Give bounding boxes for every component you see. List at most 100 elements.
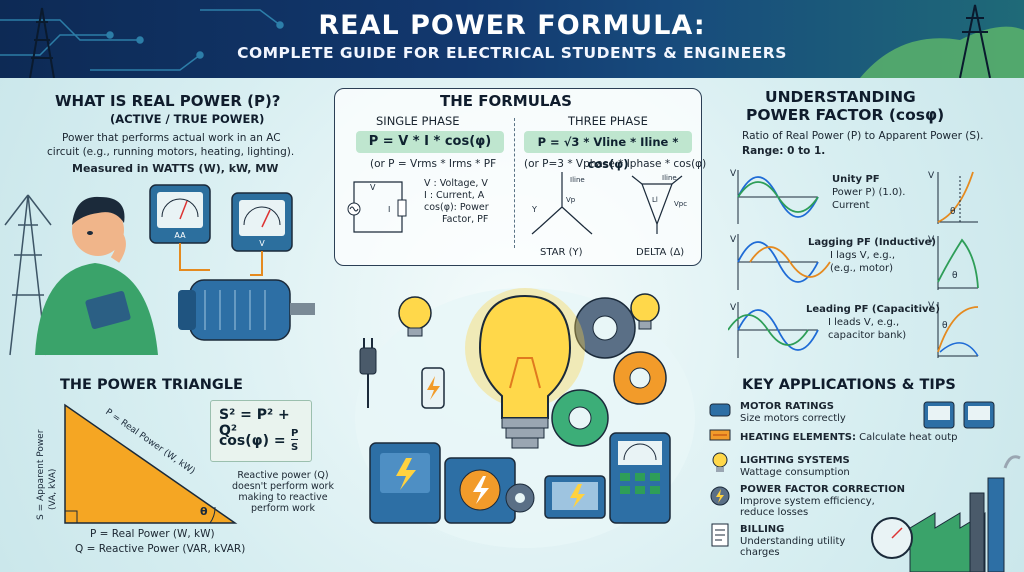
pf-title-1: UNDERSTANDING <box>765 88 916 106</box>
lead-pf-l3: capacitor bank) <box>828 330 907 341</box>
lag-pf-l3: (e.g., motor) <box>830 263 894 274</box>
single-phase-alt: (or P = Vrms * Irms * PF <box>370 158 497 170</box>
lead-pf-text: Leading PF (Capacitive) I leads V, e.g.,… <box>806 303 940 342</box>
central-illustration <box>355 288 695 548</box>
gauge-dial-icon <box>871 517 913 559</box>
lag-pf-title: Lagging PF (Inductive) <box>808 237 936 248</box>
lead-phasor-theta: θ <box>942 321 948 331</box>
page-title: REAL POWER FORMULA: <box>318 10 706 41</box>
unity-pf-text: Unity PF Power P) (1.0). Current <box>832 173 905 212</box>
unity-axis-v: V <box>730 169 737 179</box>
small-gauge-2-icon <box>963 401 995 429</box>
app-lighting-desc: Wattage consumption <box>740 467 850 478</box>
app-billing-desc: Understanding utility <box>740 535 846 547</box>
triangle-side-label-1: S = Apparent Power <box>36 429 46 520</box>
legend-cos2: Factor, PF <box>442 214 489 225</box>
plug-icon <box>359 338 377 408</box>
lead-pf-wave: V <box>728 302 819 358</box>
what-is-subtitle: (ACTIVE / TRUE POWER) <box>110 112 265 126</box>
motor-icon <box>178 279 315 341</box>
capacitor-icon <box>421 367 445 409</box>
triangle-note: Reactive power (Q) doesn't perform work … <box>228 470 338 514</box>
app-pfc-title: POWER FACTOR CORRECTION <box>740 484 905 495</box>
lag-pf-text: Lagging PF (Inductive) I lags V, e.g., (… <box>808 236 936 275</box>
voltmeter-icon: V <box>231 192 293 252</box>
delta-ll-label: Ll <box>652 196 658 204</box>
small-gear-icon <box>505 483 535 513</box>
triangle-equation-box: S² = P² + Q² cos(φ) = P S <box>210 400 312 462</box>
app-billing-title: BILLING <box>740 524 785 535</box>
app-item-billing: BILLING Understanding utility charges <box>740 524 845 559</box>
factory-illustration <box>871 401 1021 572</box>
unity-pf-wave: V <box>730 169 819 224</box>
pf-waveforms: V V V V θ V θ <box>728 169 979 358</box>
lead-pf-l2: I leads V, e.g., <box>828 317 900 328</box>
multimeter-icon <box>609 432 671 524</box>
star-label: STAR (Y) <box>540 247 583 258</box>
single-phase-formula: P = V * I * cos(φ) <box>356 131 504 153</box>
triangle-eq2: cos(φ) = <box>219 433 286 449</box>
lighting-bulb-icon <box>712 452 728 472</box>
what-is-measured: Measured in WATTS (W), kW, MW <box>72 162 279 175</box>
star-y-label: Y <box>531 205 537 214</box>
what-is-desc-2: circuit (e.g., running motors, heating, … <box>47 146 295 158</box>
app-item-pfc: POWER FACTOR CORRECTION Improve system e… <box>740 484 905 519</box>
legend-i: I : Current, A <box>424 190 485 201</box>
triangle-note-4: perform work <box>251 503 315 514</box>
unity-phasor-v: V <box>928 171 935 181</box>
three-phase-formula: P = √3 * Vline * Iline * cos(φ) <box>524 131 692 171</box>
triangle-note-1: Reactive power (Q) <box>237 470 329 481</box>
triangle-note-3: making to reactive <box>238 492 328 503</box>
formula-legend: V : Voltage, V I : Current, A cos(φ): Po… <box>424 178 489 226</box>
triangle-bottom-2: Q = Reactive Power (VAR, kVAR) <box>75 543 246 555</box>
star-connection-diagram <box>531 172 593 235</box>
lag-axis-v: V <box>730 235 737 245</box>
header-decoration <box>0 4 1024 78</box>
triangle-note-2: doesn't perform work <box>232 481 334 492</box>
lag-phasor-theta: θ <box>952 271 958 281</box>
app-item-motor: MOTOR RATINGS Size motors correctly <box>740 401 846 425</box>
circuit-v-label: V <box>370 183 376 192</box>
app-heating-desc: Calculate heat outp <box>859 432 958 443</box>
lead-pf-title: Leading PF (Capacitive) <box>806 304 940 315</box>
power-triangle-diagram: θ P = Real Power (W, kW) S = Apparent Po… <box>36 403 238 524</box>
star-vp-label: Vp <box>566 196 576 204</box>
lightbulb-icon <box>465 288 585 449</box>
formulas-panel <box>334 88 702 266</box>
pf-range: Range: 0 to 1. <box>742 145 826 157</box>
app-motor-title: MOTOR RATINGS <box>740 401 834 412</box>
app-pfc-desc: Improve system efficiency, <box>740 495 875 507</box>
unity-pf-l2: Power P) (1.0). <box>832 187 906 198</box>
single-phase-circuit: V I <box>347 181 407 233</box>
triangle-bottom-1: P = Real Power (W, kW) <box>90 528 215 540</box>
app-item-heating: HEATING ELEMENTS: Calculate heat outp <box>740 432 958 443</box>
unity-pf-title: Unity PF <box>832 174 880 185</box>
unity-phasor: V θ <box>928 171 978 224</box>
factory-icon <box>909 455 1021 572</box>
gear-green-icon <box>551 389 609 447</box>
lead-axis-v: V <box>730 303 737 313</box>
delta-iline-label: Iline <box>662 174 677 182</box>
formulas-title: THE FORMULAS <box>440 92 572 110</box>
lag-pf-l2: I lags V, e.g., <box>830 250 896 261</box>
monitor-icon <box>544 475 606 519</box>
pf-title-2: POWER FACTOR (cosφ) <box>746 106 945 124</box>
three-phase-diagrams: Iline Vp Y Iline Vpc Ll <box>531 172 687 235</box>
star-iline-label: Iline <box>570 176 585 184</box>
app-motor-desc: Size motors correctly <box>740 413 846 424</box>
voltmeter-label: V <box>259 239 265 248</box>
delta-label: DELTA (Δ) <box>636 247 685 258</box>
three-phase-alt: (or P=3 * Vphase * Iphase * cos(φ) <box>524 158 707 170</box>
circuit-i-label: I <box>388 205 390 214</box>
ammeter-icon: AA <box>149 184 211 244</box>
billing-document-icon <box>711 523 729 547</box>
legend-cos: cos(φ): Power <box>424 202 489 213</box>
heating-element-icon <box>709 429 731 441</box>
header-banner: REAL POWER FORMULA: COMPLETE GUIDE FOR E… <box>0 0 1024 78</box>
small-gauge-1-icon <box>923 401 955 429</box>
triangle-eq2-den: S <box>291 442 299 453</box>
app-pfc-desc2: reduce losses <box>740 507 809 518</box>
three-phase-label: THREE PHASE <box>568 114 648 128</box>
triangle-theta: θ <box>200 505 208 518</box>
